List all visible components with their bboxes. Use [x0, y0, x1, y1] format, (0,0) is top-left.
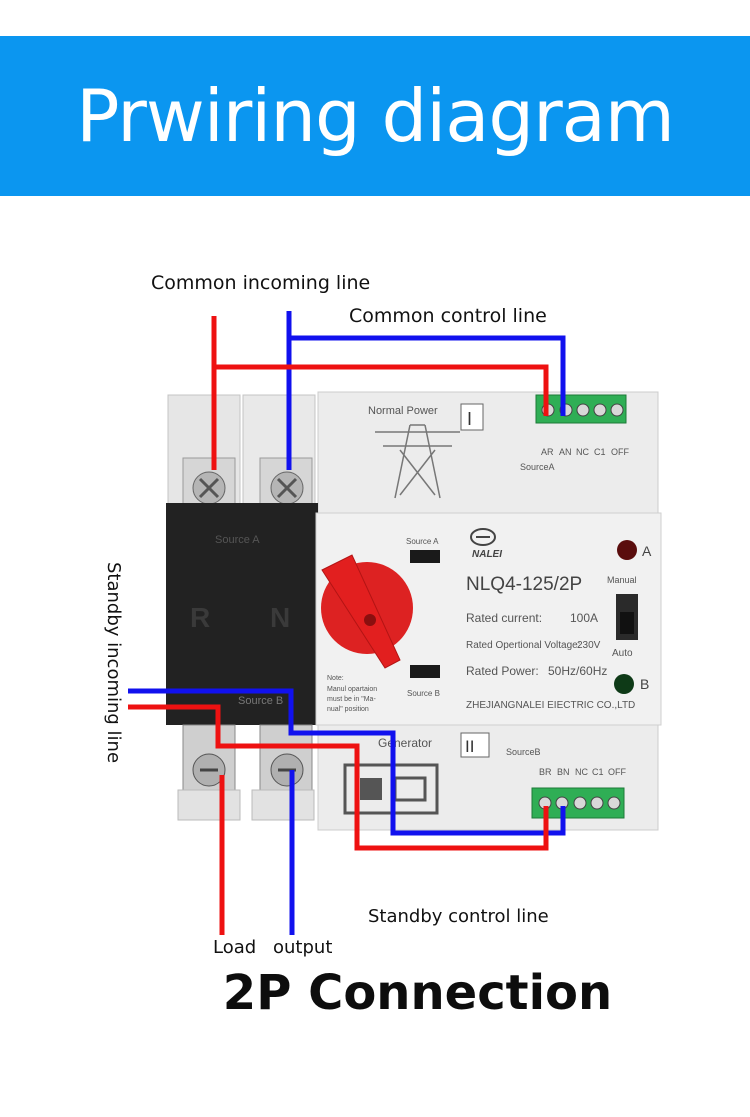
source-b-window	[410, 665, 440, 678]
power-tower-icon	[375, 424, 460, 499]
rated-current-label: Rated current:	[466, 611, 542, 625]
common-incoming-label: Common incoming line	[151, 272, 371, 294]
output-label: output	[273, 937, 333, 958]
note-line-3: must be in "Ma-	[327, 696, 376, 703]
n-label: N	[270, 602, 290, 633]
terminal-a-off: OFF	[611, 447, 629, 457]
indicator-a-label: A	[642, 543, 652, 559]
indicator-b-light	[614, 674, 634, 694]
terminal-b-bn: BN	[557, 767, 570, 777]
manual-label: Manual	[607, 575, 637, 585]
wire-control-a-live	[214, 364, 549, 416]
rated-voltage-label: Rated Opertional Voltage:	[466, 640, 581, 651]
source-a-tag: SourceA	[520, 462, 555, 472]
switch-device	[166, 391, 662, 831]
terminal-b-c1: C1	[592, 767, 604, 777]
source-a-window	[410, 550, 440, 563]
wires	[128, 311, 566, 935]
connection-title: 2P Connection	[222, 965, 613, 1021]
wire-standby-live	[128, 704, 549, 851]
wire-control-a-neutral	[289, 335, 566, 416]
wire-standby-neutral	[128, 688, 566, 836]
roman-2-label: II	[465, 737, 474, 756]
common-control-label: Common control line	[349, 305, 547, 327]
window-source-a-label: Source A	[406, 537, 439, 546]
brand-logo-icon	[470, 528, 496, 546]
manufacturer-label: ZHEJIANGNALEI EIECTRIC CO.,LTD	[466, 700, 635, 711]
terminal-screw-bottom-left	[182, 724, 236, 791]
window-source-b-label: Source B	[407, 689, 440, 698]
source-a-handle-label: Source A	[215, 534, 260, 546]
terminal-b-nc: NC	[575, 767, 588, 777]
roman-1-label: I	[467, 409, 472, 429]
terminal-b-off: OFF	[608, 767, 626, 777]
page-title: Prwiring diagram	[76, 74, 675, 158]
manual-auto-toggle[interactable]	[616, 594, 638, 640]
terminal-a-c1: C1	[594, 447, 606, 457]
r-label: R	[190, 602, 210, 633]
terminal-a-nc: NC	[576, 447, 589, 457]
rated-voltage-value: 230V	[577, 640, 601, 651]
indicator-b-label: B	[640, 676, 649, 692]
brand-label: NALEI	[472, 549, 502, 560]
auto-label: Auto	[612, 648, 633, 659]
note-line-2: Manul opartaion	[327, 686, 377, 693]
standby-incoming-label: Standby incoming line	[103, 562, 124, 764]
indicator-a-light	[617, 540, 637, 560]
terminal-block-a	[535, 394, 627, 424]
terminal-b-br: BR	[539, 767, 552, 777]
rated-power-label: Rated Power:	[466, 664, 539, 678]
rated-power-value: 50Hz/60Hz	[548, 664, 607, 678]
note-line-4: nual" position	[327, 706, 369, 713]
rotary-handle[interactable]	[321, 554, 413, 669]
terminal-a-ar: AR	[541, 447, 554, 457]
model-label: NLQ4-125/2P	[466, 574, 582, 595]
note-line-1: Note:	[327, 675, 344, 682]
source-b-handle-label: Source B	[238, 695, 283, 707]
terminal-screw-bottom-right	[259, 724, 313, 791]
rated-current-value: 100A	[570, 611, 598, 625]
load-label: Load	[213, 937, 257, 958]
terminal-a-an: AN	[559, 447, 572, 457]
source-b-tag: SourceB	[506, 747, 541, 757]
generator-label: Generator	[378, 736, 432, 750]
standby-control-label: Standby control line	[368, 906, 549, 927]
source-a-cover	[166, 503, 318, 725]
header-banner: Prwiring diagram	[0, 36, 750, 196]
normal-power-label: Normal Power	[368, 405, 438, 417]
